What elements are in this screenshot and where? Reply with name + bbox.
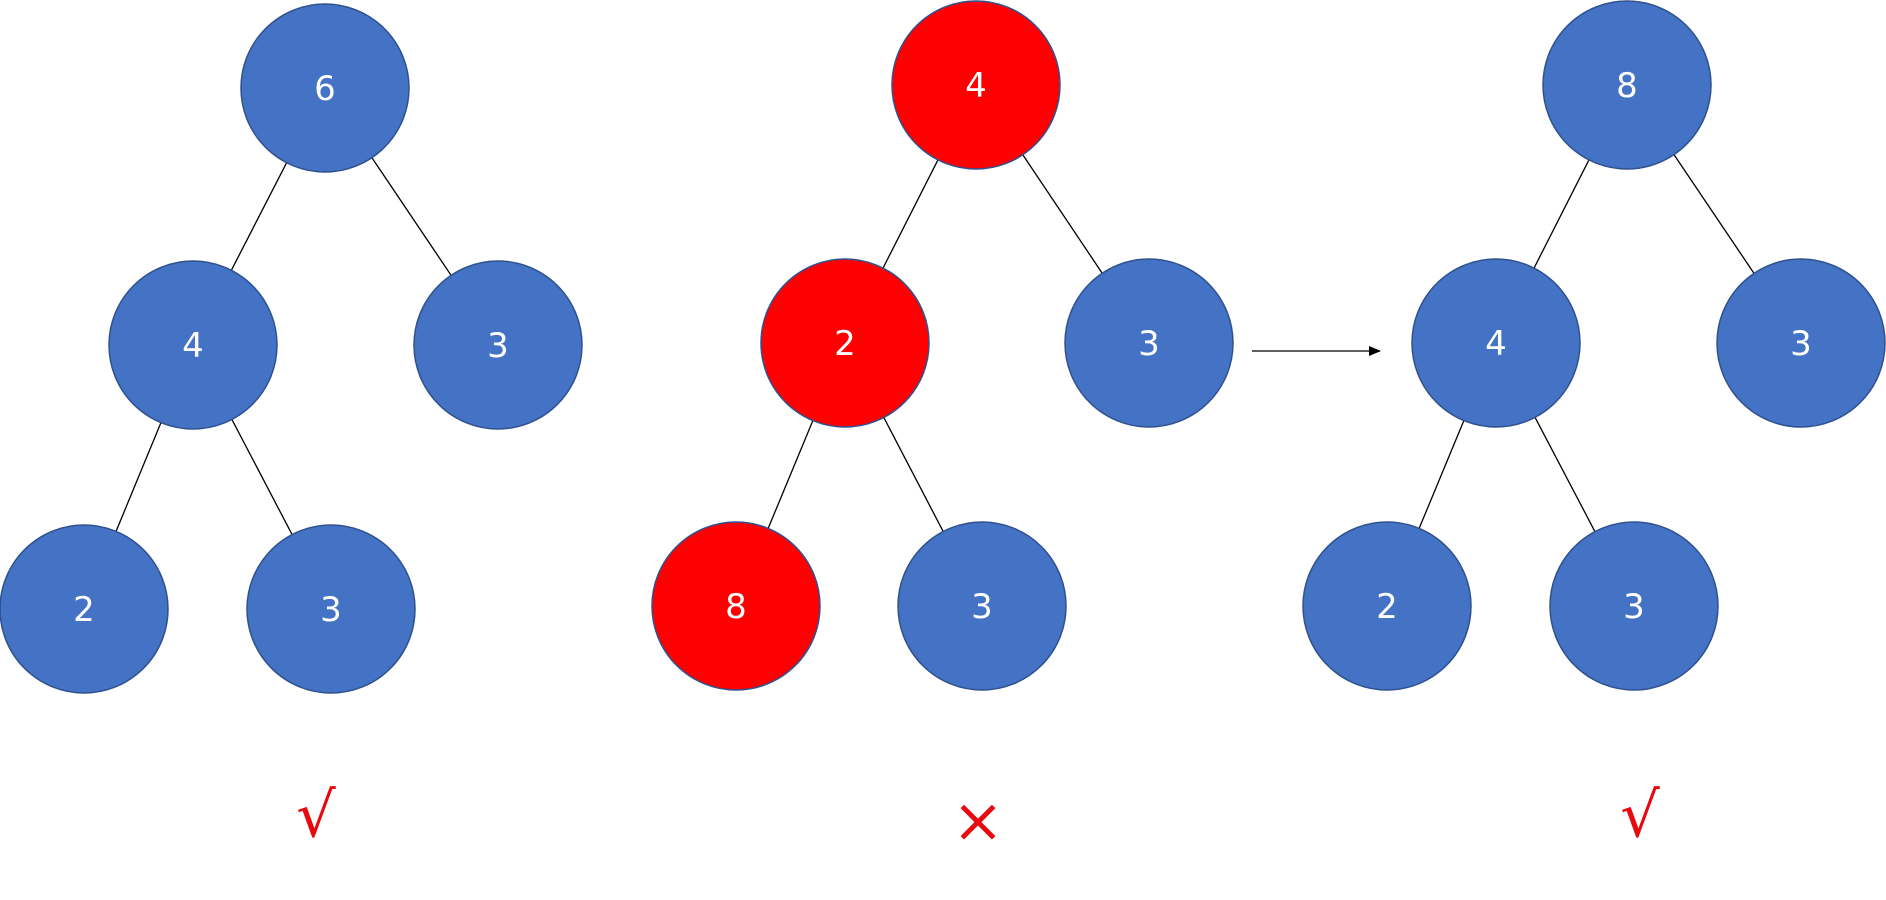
tree-3-node-d-circle [1302, 521, 1472, 691]
tree-3-check-mark: √ [1620, 779, 1660, 852]
tree-2-node-a-label: 4 [965, 66, 987, 106]
tree-2-edge-b-e [881, 414, 946, 535]
tree-3-node-d-label: 2 [1376, 587, 1398, 627]
tree-2-node-a: 4 [891, 0, 1061, 170]
tree-1-node-e-circle [246, 524, 416, 694]
tree-3-node-b: 4 [1411, 258, 1581, 428]
tree-3-node-e-label: 3 [1623, 587, 1645, 627]
tree-2-edge-b-d [766, 417, 815, 532]
tree-2-node-b: 2 [760, 258, 930, 428]
tree-3-edge-a-c [1671, 151, 1757, 277]
tree-3-node-e: 3 [1549, 521, 1719, 691]
tree-3-edge-a-b [1532, 156, 1591, 272]
tree-2-node-a-circle [891, 0, 1061, 170]
tree-3-edge-b-e [1533, 414, 1597, 535]
tree-1-node-b-circle [108, 260, 278, 430]
tree-2-node-d-label: 8 [725, 587, 747, 627]
tree-2-cross-mark: × [952, 784, 1004, 857]
tree-1-node-b: 4 [108, 260, 278, 430]
tree-1-node-e-label: 3 [320, 590, 342, 630]
tree-1-node-b-label: 4 [182, 326, 204, 366]
tree-1-edge-a-c [369, 154, 454, 279]
tree-3-node-b-circle [1411, 258, 1581, 428]
tree-2-node-c: 3 [1064, 258, 1234, 428]
tree-1-node-d: 2 [0, 524, 169, 694]
tree-2-node-d-circle [651, 521, 821, 691]
tree-1-node-c-label: 3 [487, 326, 509, 366]
tree-1-check-mark: √ [296, 779, 336, 852]
tree-1-node-a-label: 6 [314, 69, 336, 109]
tree-3-edge-b-d [1417, 417, 1466, 532]
tree-1-node-d-label: 2 [73, 590, 95, 630]
tree-1-edge-b-e [229, 416, 295, 538]
tree-3-node-a-circle [1542, 0, 1712, 170]
tree-2-node-b-circle [760, 258, 930, 428]
tree-2-node-d: 8 [651, 521, 821, 691]
tree-1-node-a: 6 [240, 3, 410, 173]
tree-3-node-b-label: 4 [1485, 324, 1507, 364]
tree-1-edge-b-d [114, 419, 163, 535]
tree-3-node-d: 2 [1302, 521, 1472, 691]
tree-3-node-c-circle [1716, 258, 1886, 428]
tree-2-edge-a-c [1020, 151, 1105, 277]
tree-3-node-c: 3 [1716, 258, 1886, 428]
tree-1-node-a-circle [240, 3, 410, 173]
tree-2-node-e-label: 3 [971, 587, 993, 627]
tree-1-edge-a-b [229, 159, 289, 274]
tree-1-node-c-circle [413, 260, 583, 430]
tree-2-node-c-label: 3 [1138, 324, 1160, 364]
tree-2-edge-a-b [881, 156, 940, 272]
tree-3-node-a-label: 8 [1616, 66, 1638, 106]
tree-2-node-b-label: 2 [834, 324, 856, 364]
tree-1-node-e: 3 [246, 524, 416, 694]
tree-1-node-d-circle [0, 524, 169, 694]
tree-3-node-e-circle [1549, 521, 1719, 691]
tree-3-node-c-label: 3 [1790, 324, 1812, 364]
tree-2-node-e: 3 [897, 521, 1067, 691]
tree-2-node-c-circle [1064, 258, 1234, 428]
tree-1-node-c: 3 [413, 260, 583, 430]
tree-3-node-a: 8 [1542, 0, 1712, 170]
tree-2-node-e-circle [897, 521, 1067, 691]
